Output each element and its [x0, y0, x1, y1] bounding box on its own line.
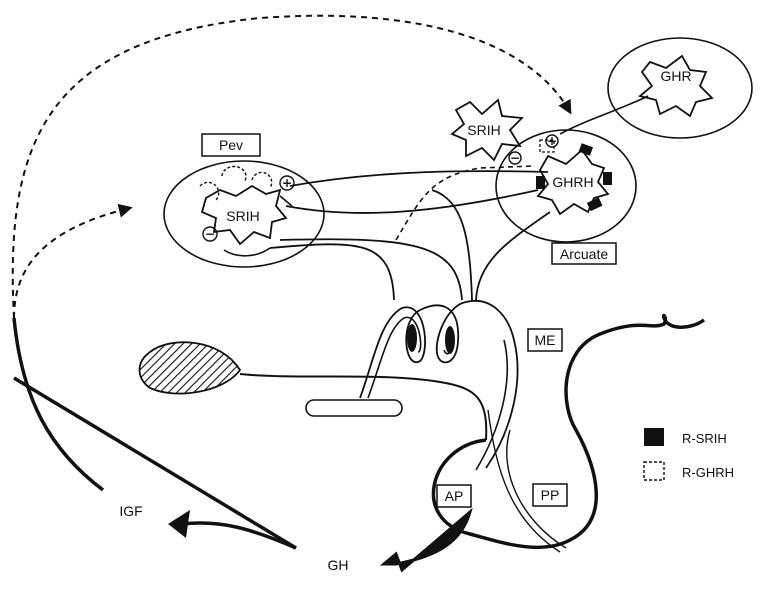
igf-arrowhead	[168, 510, 190, 538]
pev-ellipse	[163, 160, 325, 268]
feedback-line-inner	[13, 376, 297, 550]
arcuate-label-box	[551, 242, 617, 265]
pev-label-box	[201, 133, 261, 157]
ghr-label: GHR	[660, 68, 691, 84]
pituitary-divider	[487, 409, 561, 553]
arcuate-minus-sign	[508, 151, 522, 165]
portal-vessel	[359, 299, 519, 469]
pp-label-box	[532, 483, 568, 507]
pev-synapse-upper	[279, 195, 293, 207]
pev-minus-text: −	[205, 227, 215, 241]
srih-top-label: SRIH	[467, 122, 500, 138]
ghr-ellipse	[607, 37, 753, 139]
me-label-box	[527, 328, 563, 352]
pev-plus-text: +	[282, 176, 292, 190]
arcuate-axon-down-2	[431, 189, 473, 301]
legend-r-srih-swatch	[644, 428, 664, 446]
me-label: ME	[535, 332, 556, 348]
ap-label-box	[436, 484, 472, 508]
arcuate-minus-text: −	[510, 151, 520, 165]
legend-r-srih-label: R-SRIH	[682, 431, 727, 446]
hatched-neuron-axon	[239, 373, 488, 441]
pituitary-stalk-right	[506, 429, 567, 549]
r-srih-receptor	[603, 172, 612, 185]
hatched-neuron-body	[138, 341, 242, 395]
r-srih-receptor	[586, 197, 603, 212]
pev-plus-sign	[279, 175, 295, 191]
srih-top-cell	[450, 98, 524, 162]
r-ghrh-receptor	[251, 171, 273, 189]
gh-label: GH	[328, 557, 349, 573]
pev-axon-down-2	[279, 238, 463, 301]
srih-dashed-projection	[395, 165, 535, 241]
r-ghrh-receptor	[221, 165, 247, 183]
portal-capillary-left	[407, 324, 417, 352]
ghr-cell-body	[638, 54, 714, 118]
arcuate-axon-down	[475, 211, 551, 301]
arcuate-plus-text: +	[547, 134, 557, 148]
arcuate-to-pev-axon	[289, 170, 549, 187]
legend-r-ghrh-swatch	[643, 461, 665, 481]
pev-axon-down	[269, 243, 395, 301]
pp-label: PP	[541, 487, 560, 503]
ghr-axon	[559, 95, 649, 135]
pev-srih-cell-body	[200, 184, 288, 246]
igf-label: IGF	[119, 503, 142, 519]
r-srih-receptor	[536, 176, 545, 189]
arcuate-plus-sign	[545, 134, 559, 148]
pev-srih-label: SRIH	[226, 208, 259, 224]
feedback-line-outer	[12, 317, 105, 492]
pituitary-outline	[431, 313, 706, 550]
short-feedback-dashed-arrow	[13, 203, 133, 319]
long-feedback-dashed-arrow	[11, 14, 572, 319]
gh-output-arrow	[379, 507, 473, 573]
pev-to-arcuate-axon	[285, 189, 539, 214]
arcuate-label: Arcuate	[560, 246, 608, 262]
pev-label: Pev	[219, 137, 243, 153]
r-srih-receptor	[578, 143, 594, 156]
igf-arrow	[181, 521, 297, 550]
r-ghrh-receptor	[199, 181, 220, 201]
legend-r-ghrh-label: R-GHRH	[682, 465, 734, 480]
ghrh-label: GHRH	[552, 174, 593, 190]
pev-synapse-lower	[223, 247, 271, 257]
third-ventricle-bar	[305, 399, 403, 417]
portal-capillary-right	[445, 326, 455, 354]
ap-label: AP	[445, 488, 464, 504]
arcuate-ellipse	[495, 129, 637, 243]
pev-minus-sign	[202, 226, 218, 242]
